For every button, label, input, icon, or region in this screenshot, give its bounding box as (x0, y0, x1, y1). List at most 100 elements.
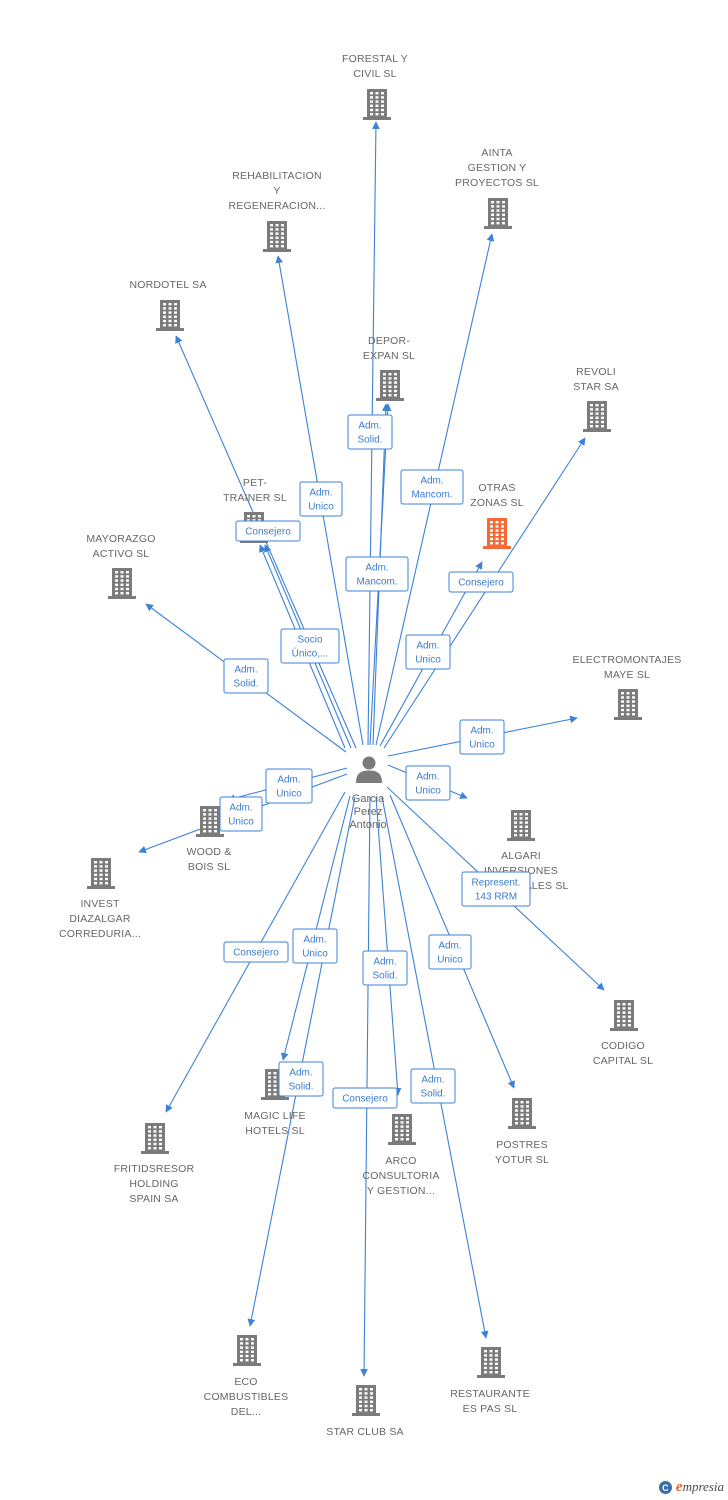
relation-label-codigo[interactable]: Represent. 143 RRM (461, 871, 531, 907)
relation-label-box (219, 796, 263, 832)
relation-label-box (400, 469, 464, 505)
relation-label-text: Unico (437, 955, 463, 966)
company-node-starclub[interactable]: STAR CLUB SA (326, 1385, 404, 1438)
relation-label-eco[interactable]: Adm.Solid. (278, 1061, 324, 1097)
relation-label-text: Adm. (303, 935, 326, 946)
relation-label-ainta[interactable]: Adm.Mancom. (400, 469, 464, 505)
company-name: INVEST (80, 898, 120, 910)
relation-label-invest[interactable]: Adm.Unico (219, 796, 263, 832)
company-name: DEPOR- (368, 335, 410, 347)
building-icon (363, 89, 391, 120)
relation-label-pet2[interactable]: Consejero (235, 520, 301, 542)
relation-label-box (223, 658, 269, 694)
company-name: SPAIN SA (129, 1193, 178, 1205)
building-icon (263, 221, 291, 252)
brand-footer: C empresia (658, 1479, 724, 1496)
relation-label-revoli[interactable]: Adm.Unico (405, 634, 451, 670)
building-icon (141, 1123, 169, 1154)
relation-label-fritids[interactable]: Consejero (223, 941, 289, 963)
relation-label-text: Unico (276, 789, 302, 800)
relation-label-text: Adm. (416, 641, 439, 652)
company-name: AINTA (481, 147, 512, 159)
relation-label-text: Adm. (416, 772, 439, 783)
relation-label-text: Consejero (458, 578, 504, 589)
relation-label-restaurante[interactable]: Adm.Solid. (410, 1068, 456, 1104)
company-name: CORREDURIA... (59, 928, 141, 940)
relation-label-rehab[interactable]: Adm.Unico (299, 481, 343, 517)
company-name: WOOD & (187, 846, 232, 858)
building-icon (108, 568, 136, 599)
person-name: Garcia (352, 793, 385, 805)
relation-label-electro[interactable]: Adm.Unico (459, 719, 505, 755)
relation-label-text: Solid. (233, 679, 258, 690)
relation-label-box (428, 934, 472, 970)
relation-label-text: Adm. (358, 421, 381, 432)
copyright-icon: C (658, 1481, 672, 1494)
relation-label-text: Adm. (229, 803, 252, 814)
building-icon (507, 810, 535, 841)
company-node-revoli[interactable]: REVOLI STAR SA (573, 366, 619, 432)
building-icon (583, 401, 611, 432)
relation-label-box (347, 414, 393, 450)
relation-label-text: Represent. (472, 878, 521, 889)
company-node-depor[interactable]: DEPOR- EXPAN SL (363, 335, 415, 401)
relation-label-postres[interactable]: Adm.Unico (428, 934, 472, 970)
company-name: MAYE SL (604, 669, 650, 681)
company-name: RESTAURANTE (450, 1388, 530, 1400)
company-node-invest[interactable]: INVESTDIAZALGARCORREDURIA... (59, 858, 141, 940)
relation-label-text: Adm. (289, 1068, 312, 1079)
relation-label-box (332, 1087, 398, 1109)
company-node-eco[interactable]: ECOCOMBUSTIBLESDEL... (204, 1335, 289, 1418)
relation-label-wood[interactable]: Adm.Unico (265, 768, 313, 804)
relation-label-box (405, 765, 451, 801)
person-name: Antonio (349, 819, 386, 831)
relation-label-depor[interactable]: Adm. Solid. (347, 414, 393, 450)
company-name: GESTION Y (468, 162, 527, 174)
company-name: EXPAN SL (363, 350, 415, 362)
building-icon (477, 1347, 505, 1378)
relation-label-text: Solid. (372, 971, 397, 982)
relation-label-arco[interactable]: Consejero (332, 1087, 398, 1109)
company-name: REVOLI (576, 366, 616, 378)
company-name: DEL... (231, 1406, 261, 1418)
relation-label-forestal2[interactable]: Adm.Mancom. (345, 556, 409, 592)
company-name: ECO (234, 1376, 257, 1388)
company-name: CAPITAL SL (593, 1055, 653, 1067)
building-icon (376, 370, 404, 401)
building-icon (508, 1098, 536, 1129)
relation-label-mayorazgo[interactable]: Adm. Solid. (223, 658, 269, 694)
edge-starclub (360, 796, 371, 1377)
relation-label-algari[interactable]: Adm.Unico (405, 765, 451, 801)
company-node-rehab[interactable]: REHABILITACIONYREGENERACION... (229, 170, 326, 252)
relation-label-box (265, 768, 313, 804)
company-name: NORDOTEL SA (129, 279, 206, 291)
relation-label-text: Unico (308, 502, 334, 513)
relation-label-text: 143 RRM (475, 892, 517, 903)
relation-label-magic[interactable]: Adm. Unico (292, 928, 338, 964)
relation-label-starclub[interactable]: Adm.Solid. (362, 950, 408, 986)
company-name: REGENERACION... (229, 200, 326, 212)
relation-label-pet[interactable]: SocioÚnico,... (280, 628, 340, 664)
relation-label-text: Mancom. (411, 490, 452, 501)
relation-label-text: Adm. (234, 665, 257, 676)
relation-label-text: Solid. (357, 435, 382, 446)
relation-label-otras[interactable]: Consejero (448, 571, 514, 593)
company-node-nordotel[interactable]: NORDOTEL SA (129, 279, 206, 331)
company-name: PET- (243, 477, 267, 489)
company-name: STAR SA (573, 381, 619, 393)
company-node-wood[interactable]: WOOD &BOIS SL (187, 806, 232, 873)
relation-label-text: Unico (302, 949, 328, 960)
relation-label-box (292, 928, 338, 964)
